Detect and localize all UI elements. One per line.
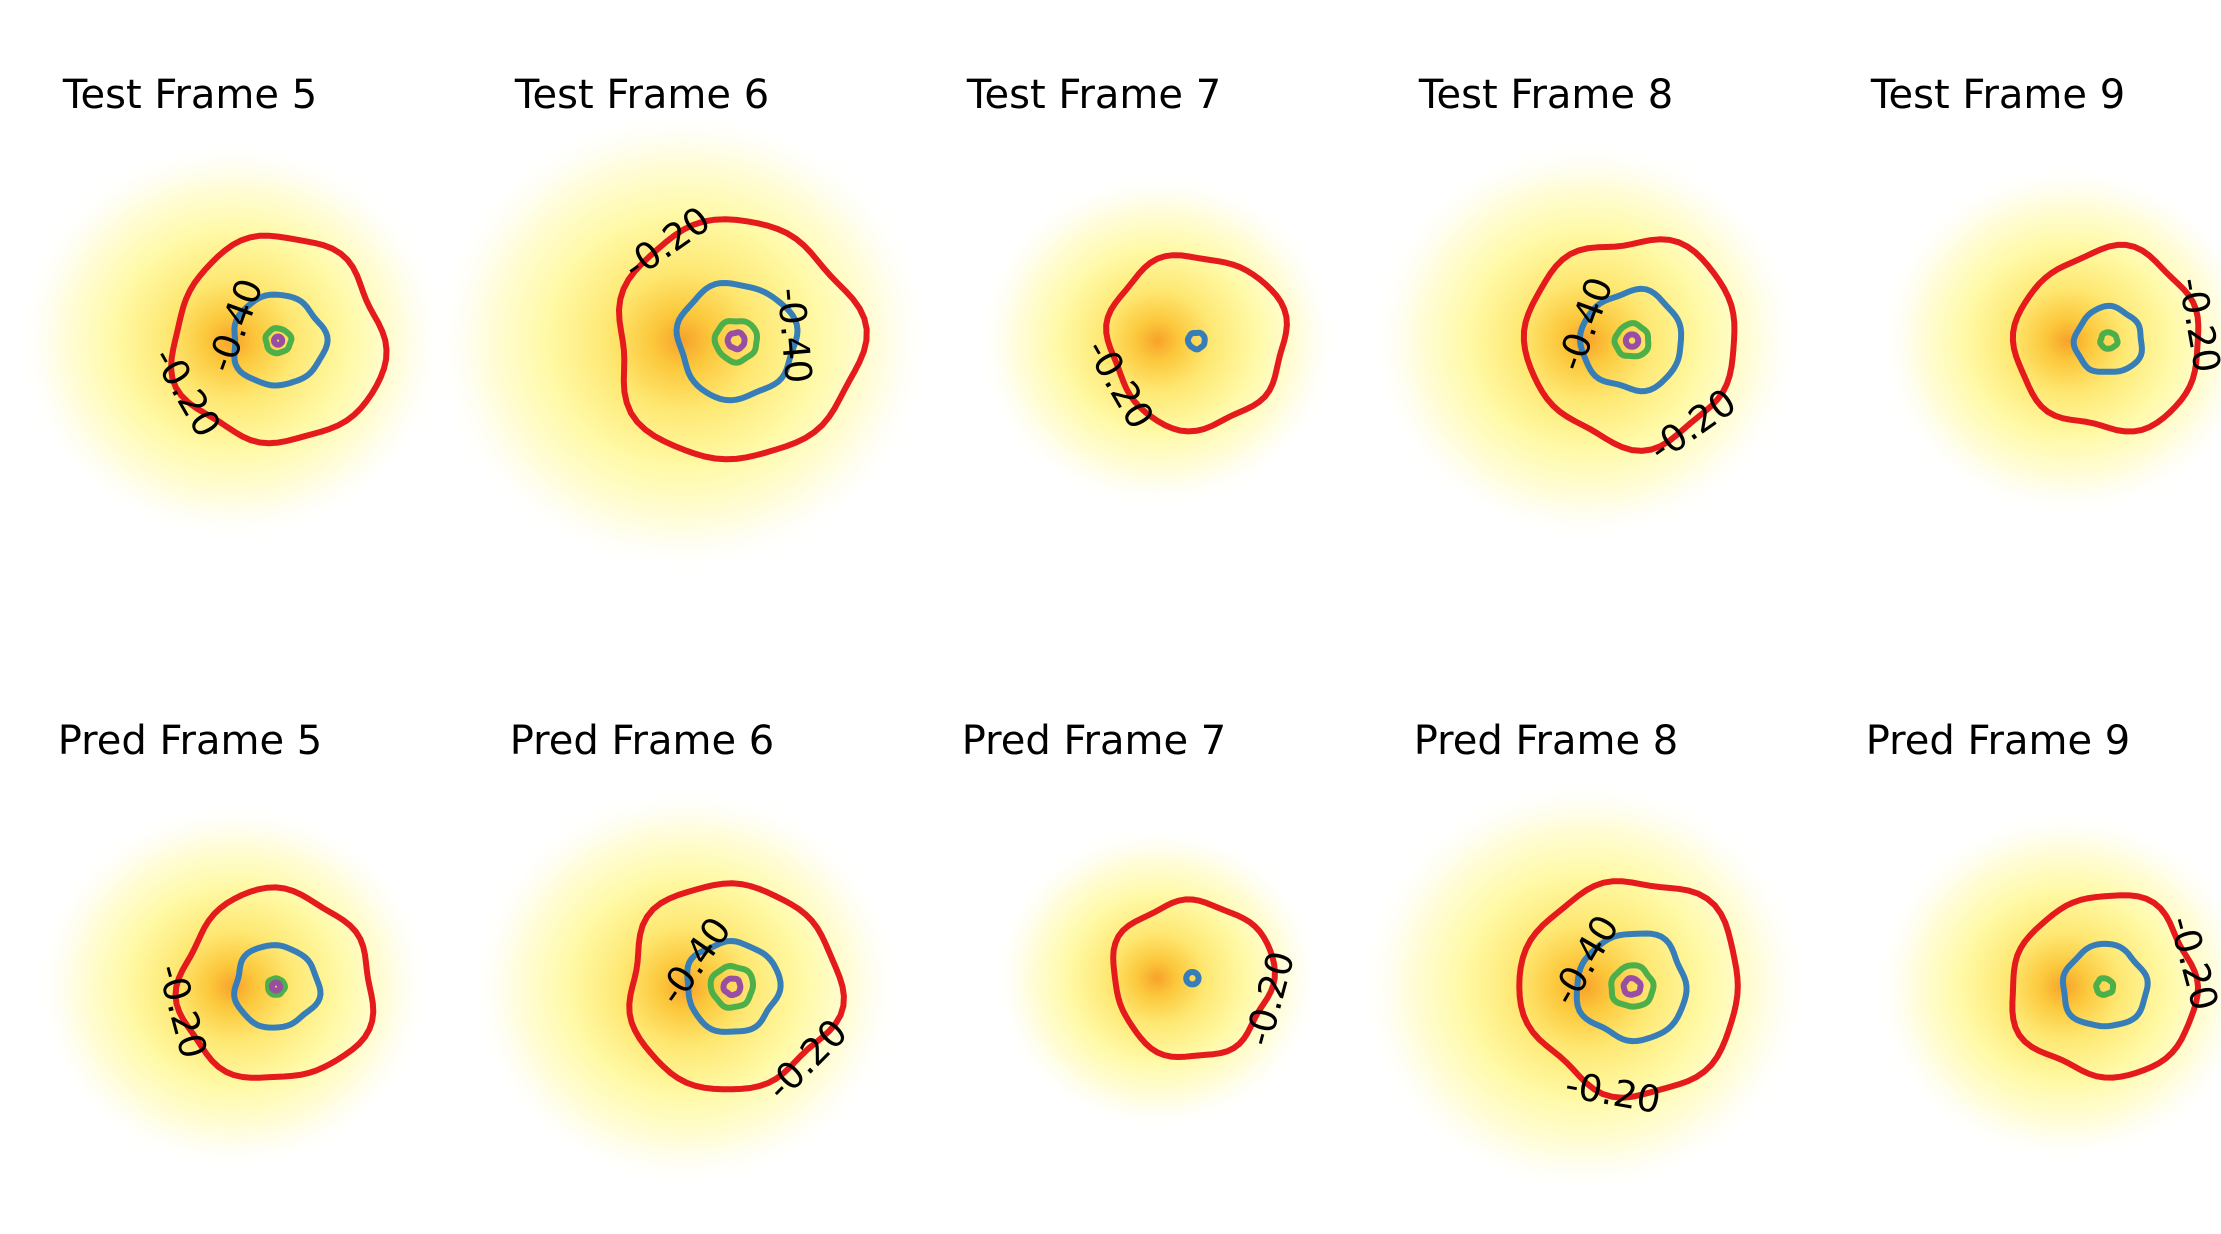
contour-line — [616, 216, 870, 463]
panel-title: Test Frame 7 — [966, 72, 1221, 118]
contour-line — [673, 280, 801, 404]
contour-panel: Test Frame 6-0.20-0.40 — [431, 72, 934, 574]
contour-line — [270, 333, 286, 348]
contour-line — [711, 318, 760, 366]
contour-line — [1611, 320, 1652, 360]
contour-line — [1103, 252, 1290, 435]
contour-line — [1183, 969, 1202, 988]
contour-line — [231, 942, 324, 1031]
panel-title: Test Frame 9 — [1870, 72, 2125, 118]
contour-line — [265, 975, 288, 998]
contour-line — [1577, 285, 1685, 395]
heatmap-field — [1358, 777, 1809, 1196]
panel-title: Test Frame 8 — [1418, 72, 1673, 118]
contour-line — [172, 884, 377, 1081]
contour-line — [269, 979, 284, 994]
contour-line — [168, 232, 390, 447]
heatmap-field — [1877, 163, 2221, 518]
panel-title: Pred Frame 8 — [1414, 718, 1679, 764]
contour-panel: Test Frame 9-0.20 — [1870, 72, 2221, 518]
heatmap-field — [992, 825, 1322, 1131]
contour-line — [2097, 329, 2121, 352]
contour-line — [626, 880, 847, 1093]
panel-title: Pred Frame 9 — [1866, 718, 2131, 764]
panel-title: Pred Frame 7 — [962, 718, 1227, 764]
contour-panel: Pred Frame 9-0.20 — [1866, 718, 2221, 1164]
contour-line — [2070, 302, 2145, 375]
heatmap-field — [1369, 139, 1802, 542]
contour-line — [724, 329, 748, 353]
contour-line — [1608, 962, 1657, 1010]
contour-line — [2009, 241, 2202, 435]
contour-line — [720, 975, 744, 999]
heatmap-field — [431, 107, 934, 574]
contour-line — [1620, 975, 1644, 998]
contour-line — [1622, 331, 1642, 350]
contour-line — [2009, 892, 2201, 1081]
heatmap-field — [15, 139, 449, 542]
contour-panel: Test Frame 5-0.40-0.20 — [15, 72, 449, 542]
heatmap-field — [1873, 809, 2221, 1164]
contour-panel: Pred Frame 5-0.20 — [34, 718, 433, 1172]
panel-title: Test Frame 6 — [514, 72, 769, 118]
contour-panel: Test Frame 7-0.20 — [966, 72, 1340, 510]
panel-title: Pred Frame 6 — [510, 718, 775, 764]
contour-line — [2060, 940, 2151, 1030]
contour-line — [684, 938, 784, 1035]
panel-title: Test Frame 5 — [62, 72, 317, 118]
panel-title: Pred Frame 5 — [58, 718, 323, 764]
contour-line — [1110, 896, 1278, 1060]
contour-panel: Pred Frame 7-0.20 — [962, 718, 1322, 1131]
contour-panel: Pred Frame 8-0.40-0.20 — [1358, 718, 1809, 1196]
contour-line — [231, 291, 331, 389]
contour-line — [262, 325, 295, 357]
contour-line — [1573, 930, 1690, 1045]
contour-line — [2093, 975, 2117, 998]
contour-panel: Test Frame 8-0.40-0.20 — [1369, 72, 1802, 542]
contour-line — [1184, 329, 1208, 353]
contour-panel: Pred Frame 6-0.40-0.20 — [469, 718, 903, 1188]
heatmap-field — [975, 171, 1340, 510]
contour-line — [1516, 878, 1741, 1101]
contour-line — [707, 963, 756, 1011]
contour-line — [1520, 236, 1738, 454]
contour-label: -0.40 — [769, 286, 820, 385]
